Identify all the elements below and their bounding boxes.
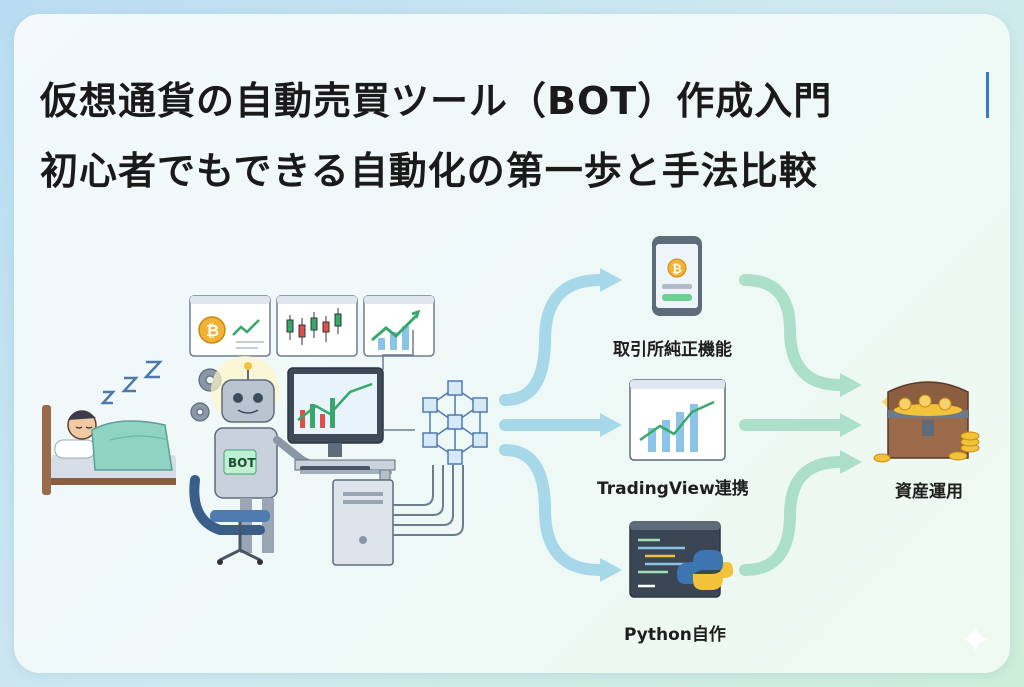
chart-window-icon [629,379,726,461]
text-cursor [986,72,989,118]
svg-text:₿: ₿ [206,321,219,340]
monitor-growth-chart-icon [363,295,435,357]
blockchain-network-icon [422,380,488,465]
monitor-candlestick-icon [276,295,358,357]
method-label-exchange: 取引所純正機能 [613,340,732,360]
python-code-icon [629,521,733,598]
sleeping-person-icon [42,405,176,495]
result-label: 資産運用 [895,482,963,502]
svg-text:BOT: BOT [228,456,256,470]
smartphone-bitcoin-icon: ₿ [652,236,702,316]
sleep-zzz-icon [100,360,163,405]
sparkle-icon [961,625,989,653]
content-card [14,14,1010,673]
office-chair-icon [189,475,270,565]
svg-text:₿: ₿ [672,262,682,276]
desk-monitor-icon [287,367,396,561]
arrowheads [600,268,862,582]
method-label-python: Python自作 [624,625,726,645]
robot-icon: BOT [211,356,326,553]
branch-arrows [499,274,846,576]
page-title: 仮想通貨の自動売買ツール（BOT）作成入門 [40,79,833,123]
method-label-tradingview: TradingView連携 [597,479,749,499]
pc-tower-icon [332,479,394,566]
network-cables [382,330,464,536]
treasure-chest-icon [873,381,980,463]
page-subtitle: 初心者でもできる自動化の第一歩と手法比較 [40,149,818,193]
monitor-bitcoin-icon: ₿ [189,295,271,357]
